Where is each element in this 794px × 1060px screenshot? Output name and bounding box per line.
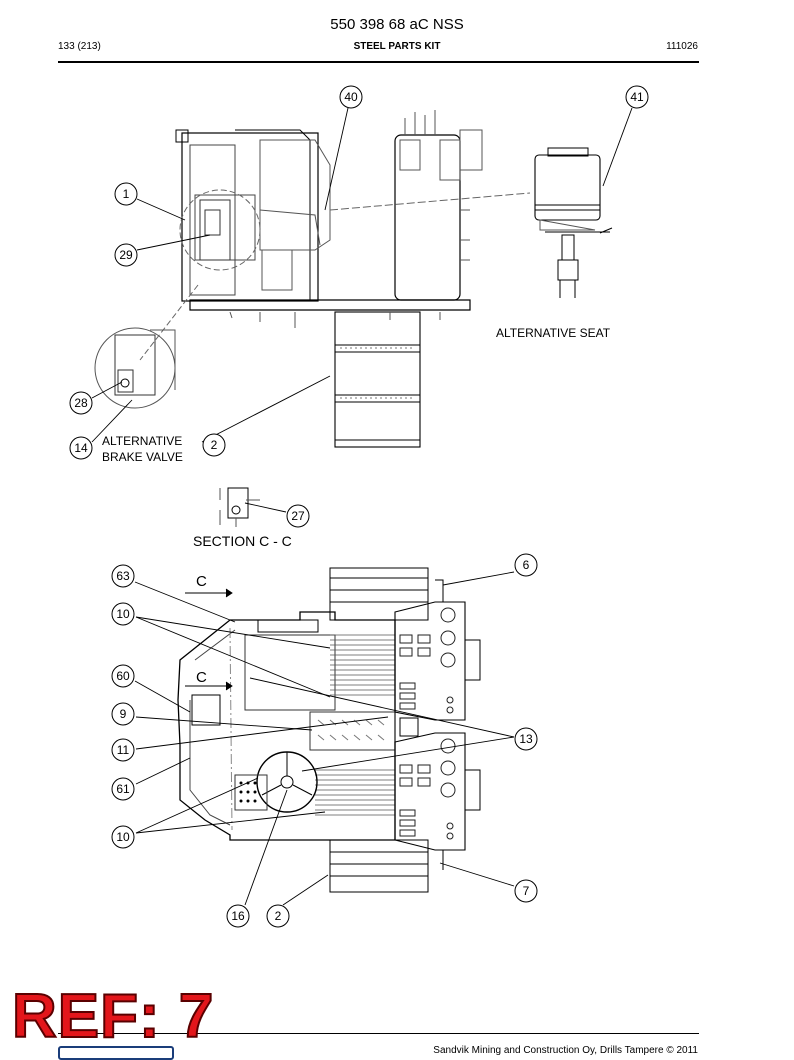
callout-10-lower: 10 (116, 830, 130, 844)
leader-lines (91, 107, 633, 906)
brake-valve-label-line1: ALTERNATIVE (102, 434, 182, 448)
alternative-seat-label: ALTERNATIVE SEAT (496, 326, 611, 340)
callout-63: 63 (116, 569, 130, 583)
section-mark-top: C (196, 573, 207, 590)
ref-stamp: REF: 7 (11, 982, 215, 1051)
document-number: 550 398 68 aC NSS (330, 16, 464, 33)
section-c-c-valve (219, 487, 260, 527)
callout-41: 41 (630, 90, 644, 104)
cabin-plan-view (177, 567, 481, 893)
section-mark-bottom: C (196, 669, 207, 686)
callout-2-lower: 2 (275, 909, 282, 923)
header-rule (58, 61, 699, 63)
callout-40: 40 (344, 90, 358, 104)
copyright-text: Sandvik Mining and Construction Oy, Dril… (433, 1045, 698, 1056)
callout-16: 16 (231, 909, 245, 923)
callout-11: 11 (117, 743, 130, 757)
cabin-side-view (175, 110, 531, 448)
callout-7: 7 (523, 884, 530, 898)
detail-circle-upper (139, 189, 261, 361)
callout-27: 27 (291, 509, 305, 523)
callout-29: 29 (119, 248, 133, 262)
footer-rule (58, 1033, 699, 1034)
detail-circle-lower (94, 327, 176, 409)
callout-13: 13 (519, 732, 533, 746)
company-logo (58, 1046, 174, 1060)
callout-28: 28 (74, 396, 88, 410)
kit-title: STEEL PARTS KIT (353, 41, 441, 52)
callout-bubbles (69, 85, 649, 928)
callout-60: 60 (116, 669, 130, 683)
callout-6: 6 (523, 558, 530, 572)
brake-valve-label-line2: BRAKE VALVE (102, 450, 183, 464)
callout-1: 1 (123, 187, 130, 201)
document-code: 111026 (666, 41, 698, 52)
page-number: 133 (213) (58, 41, 101, 52)
callout-2-upper: 2 (211, 438, 218, 452)
callout-10-upper: 10 (116, 607, 130, 621)
callout-9: 9 (120, 707, 127, 721)
callout-61: 61 (116, 782, 130, 796)
alternative-seat (534, 147, 613, 298)
section-label: SECTION C - C (193, 533, 292, 549)
callout-14: 14 (74, 441, 88, 455)
